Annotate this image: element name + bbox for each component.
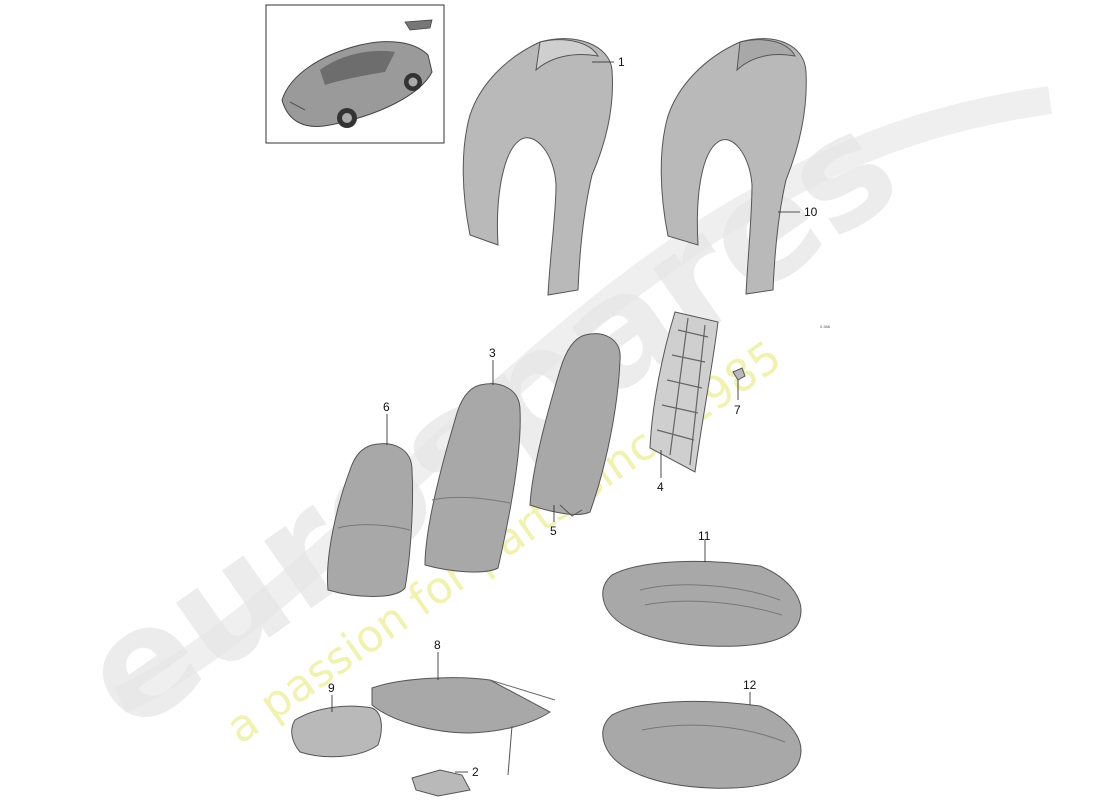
callout-11[interactable]: 11 [698, 529, 711, 543]
callout-10[interactable]: 10 [804, 205, 818, 219]
part-2-bracket[interactable] [411, 769, 471, 797]
leader-lines [331, 61, 800, 773]
callout-9[interactable]: 9 [328, 681, 335, 695]
tiny-reference-label: 0.386 [820, 324, 831, 329]
callout-6[interactable]: 6 [383, 400, 390, 414]
callout-1[interactable]: 1 [618, 55, 625, 69]
callout-3[interactable]: 3 [489, 346, 496, 360]
callout-8[interactable]: 8 [434, 638, 441, 652]
part-1-backrest-shell[interactable] [462, 38, 614, 296]
part-9-bolster[interactable] [291, 705, 382, 758]
callout-7[interactable]: 7 [734, 403, 741, 417]
part-6-backrest-cover[interactable] [327, 443, 414, 597]
part-11-seat-cushion[interactable] [602, 560, 802, 647]
part-5-backrest-pad[interactable] [529, 333, 621, 517]
part-3-backrest-cushion[interactable] [424, 383, 521, 573]
car-thumbnail-icon [281, 19, 433, 128]
callout-5[interactable]: 5 [550, 524, 557, 538]
part-10-backrest-shell[interactable] [660, 38, 807, 295]
part-7-clip[interactable] [732, 367, 746, 381]
callouts: 1 2 3 4 5 6 7 8 9 10 11 12 [328, 55, 818, 779]
car-thumbnail[interactable] [265, 4, 445, 144]
part-4-backrest-frame[interactable] [649, 311, 719, 473]
part-8-seat-mat[interactable] [371, 677, 556, 776]
callout-2[interactable]: 2 [472, 765, 479, 779]
callout-12[interactable]: 12 [743, 678, 757, 692]
callout-4[interactable]: 4 [657, 480, 664, 494]
part-12-seat-cushion[interactable] [602, 700, 802, 789]
